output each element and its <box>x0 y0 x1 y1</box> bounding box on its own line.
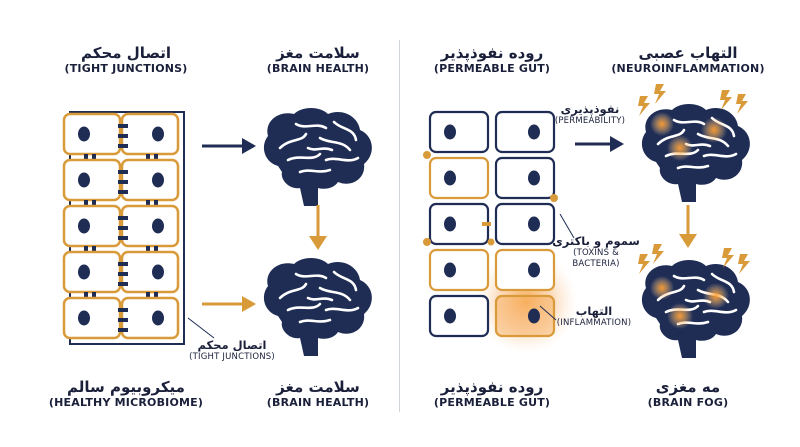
lightning-icon <box>736 94 748 114</box>
intestinal-cell-icon <box>62 112 122 156</box>
tight-junctions-title: اتصال محکم (TIGHT JUNCTIONS) <box>65 44 188 76</box>
label-fa: روده نفوذپذیر <box>440 378 544 396</box>
label-fa: سلامت مغز <box>276 378 360 396</box>
healthy-microbiome-title: میکروبیوم سالم (HEALTHY MICROBIOME) <box>49 378 203 410</box>
down-arrow-icon <box>679 205 697 248</box>
tight-junction <box>84 200 158 206</box>
intestinal-cell-icon <box>494 248 556 292</box>
label-en: (PERMEABLE GUT) <box>433 396 551 409</box>
label-en: (NEUROINFLAMMATION) <box>611 62 765 75</box>
toxin-particle <box>487 238 495 246</box>
brain-icon <box>262 106 374 208</box>
label-en: (HEALTHY MICROBIOME) <box>48 396 204 409</box>
lightning-icon <box>652 244 664 264</box>
intestinal-cell-icon <box>62 250 122 294</box>
lightning-icon <box>638 254 650 274</box>
down-arrow-icon <box>309 205 327 250</box>
label-en-line1: (TOXINS & <box>573 248 619 258</box>
intestinal-cell-icon <box>120 250 180 294</box>
lightning-icon <box>720 90 732 110</box>
label-fa: التهاب <box>575 304 613 318</box>
callout-line <box>187 317 215 339</box>
tight-junction <box>118 262 128 286</box>
intestinal-cell-icon <box>494 294 556 338</box>
lightning-icon <box>638 96 650 116</box>
label-en: (INFLAMMATION) <box>556 318 632 328</box>
brain-icon <box>262 256 374 358</box>
intestinal-cell-icon <box>120 204 180 248</box>
intestinal-cell-icon <box>428 202 490 246</box>
intestinal-cell-icon <box>428 248 490 292</box>
tight-junction <box>84 154 158 160</box>
label-fa: میکروبیوم سالم <box>67 378 185 396</box>
intestinal-cell-icon <box>62 204 122 248</box>
label-fa: اتصال محکم <box>80 44 171 62</box>
tight-junction <box>84 246 158 252</box>
label-fa: روده نفوذپذیر <box>440 44 544 62</box>
intestinal-cell-icon <box>428 110 490 154</box>
intestinal-cell-icon <box>494 156 556 200</box>
lightning-icon <box>654 84 666 104</box>
intestinal-cell-icon <box>120 296 180 340</box>
label-fa: نفوذپذیری <box>560 102 620 116</box>
intestinal-cell-icon <box>428 294 490 338</box>
callout-line <box>559 213 575 239</box>
intestinal-cell-icon <box>120 158 180 202</box>
inflamed-brain-bottom <box>638 244 752 360</box>
intestinal-cell-icon <box>428 156 490 200</box>
inflammation-label: التهاب (INFLAMMATION) <box>557 304 632 329</box>
permeability-label: نفوذپذیری (PERMEABILITY) <box>555 102 625 127</box>
intestinal-cell-icon <box>120 112 180 156</box>
label-en: (BRAIN FOG) <box>647 396 729 409</box>
tight-junction <box>84 292 158 298</box>
label-fa: اتصال محکم <box>197 338 267 352</box>
healthy-gut-wall <box>62 111 185 345</box>
tight-junction <box>118 308 128 332</box>
label-fa: سموم و باکتری <box>552 234 640 248</box>
label-en-line2: BACTERIA) <box>572 259 620 269</box>
intestinal-cell-icon <box>494 202 556 246</box>
toxin-particle <box>550 194 558 202</box>
right-arrow-icon <box>575 136 624 152</box>
label-en: (TIGHT JUNCTIONS) <box>189 352 275 362</box>
right-arrow-icon <box>202 138 256 154</box>
callout-line <box>539 305 557 321</box>
permeable-gut-top-title: روده نفوذپذیر (PERMEABLE GUT) <box>434 44 550 76</box>
intestinal-cell-icon <box>494 110 556 154</box>
lightning-icon <box>722 248 734 268</box>
tight-junction <box>118 216 128 240</box>
intestinal-cell-icon <box>62 296 122 340</box>
toxin-particle <box>482 222 491 226</box>
label-fa: التهاب عصبی <box>638 44 738 62</box>
toxins-label: سموم و باکتری (TOXINS & BACTERIA) <box>552 234 640 270</box>
inflamed-brain-top <box>638 84 752 204</box>
intestinal-cell-icon <box>62 158 122 202</box>
label-en: (PERMEABLE GUT) <box>433 62 551 75</box>
toxin-particle <box>423 151 431 159</box>
permeable-gut-bottom-title: روده نفوذپذیر (PERMEABLE GUT) <box>434 378 550 410</box>
toxin-particle <box>423 238 431 246</box>
junction-callout: اتصال محکم (TIGHT JUNCTIONS) <box>189 338 275 363</box>
right-arrow-icon <box>202 296 256 312</box>
tight-junction <box>118 170 128 194</box>
label-en: (PERMEABILITY) <box>554 116 626 126</box>
label-fa: سلامت مغز <box>276 44 360 62</box>
lightning-icon <box>738 254 750 274</box>
brain-icon <box>640 258 752 360</box>
label-fa: مه مغزی <box>655 378 721 396</box>
brain-fog-title: مه مغزی (BRAIN FOG) <box>648 378 729 410</box>
permeable-gut-wall <box>423 110 578 354</box>
brain-health-top-title: سلامت مغز (BRAIN HEALTH) <box>267 44 369 76</box>
panel-divider <box>399 40 400 412</box>
label-en: (TIGHT JUNCTIONS) <box>64 62 188 75</box>
tight-junction <box>118 124 128 148</box>
label-en: (BRAIN HEALTH) <box>266 62 370 75</box>
brain-health-bottom-title: سلامت مغز (BRAIN HEALTH) <box>267 378 369 410</box>
label-en: (BRAIN HEALTH) <box>266 396 370 409</box>
neuroinflammation-title: التهاب عصبی (NEUROINFLAMMATION) <box>611 44 764 76</box>
